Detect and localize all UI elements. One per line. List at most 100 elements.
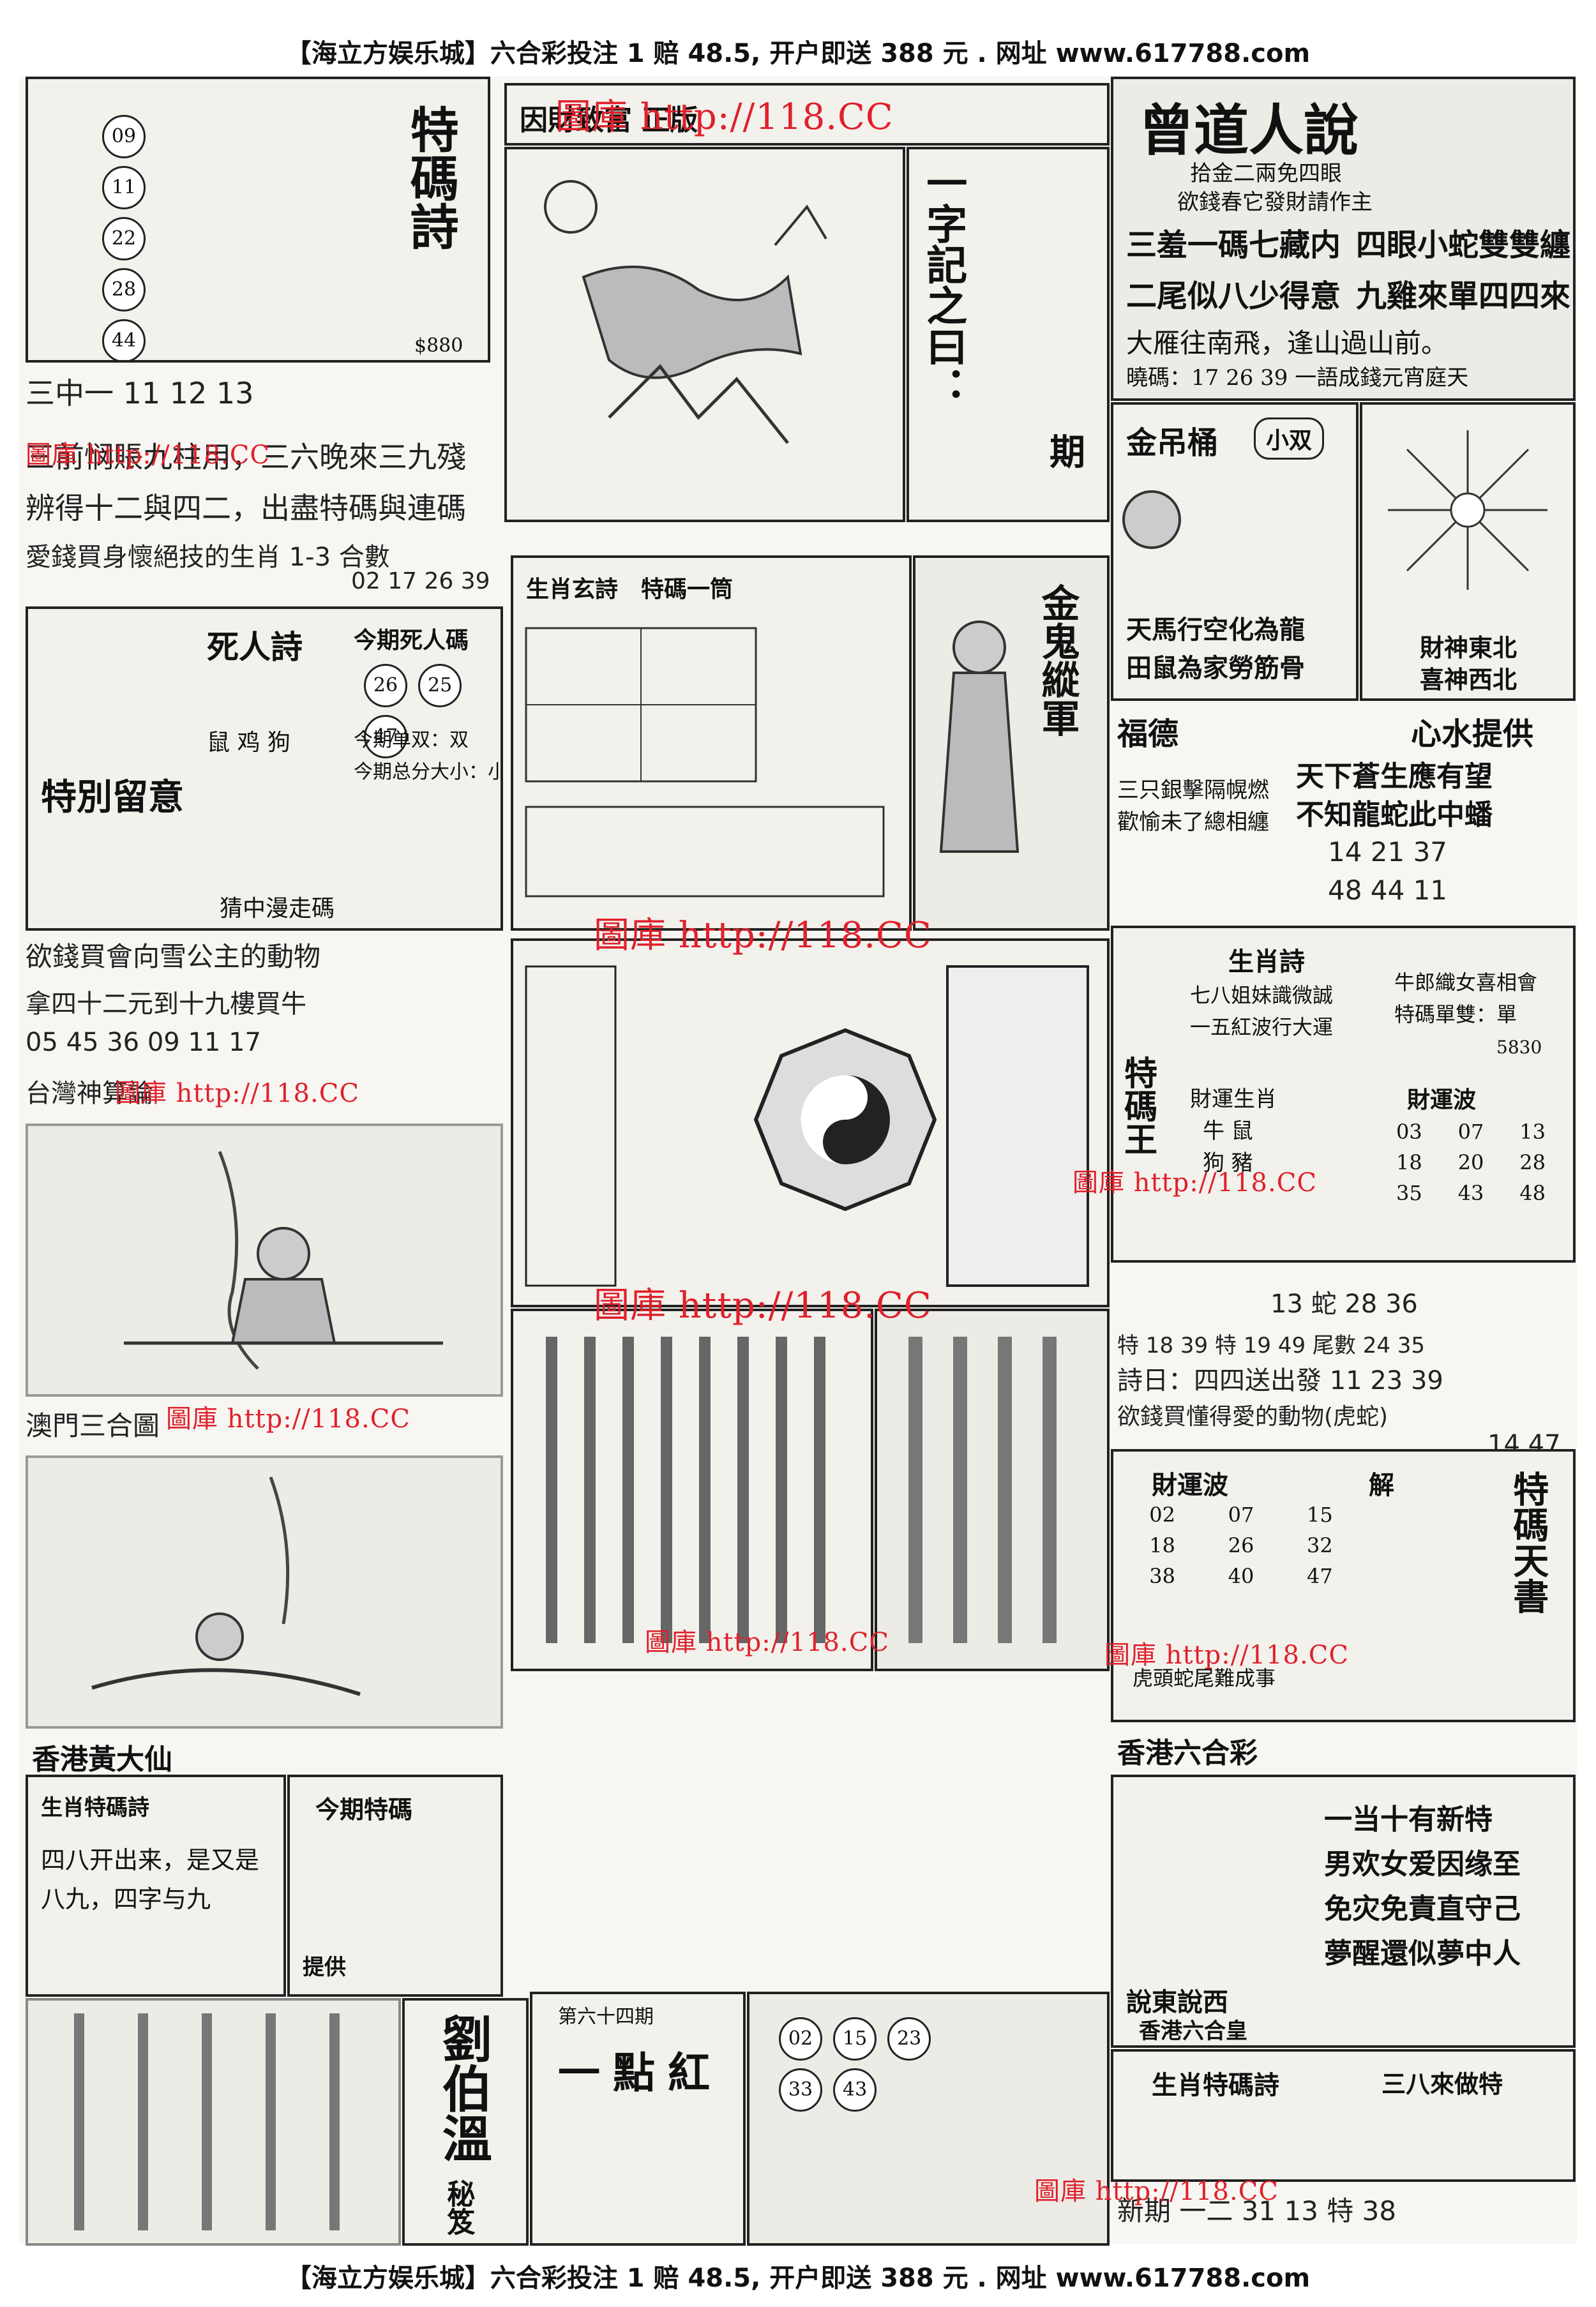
fude-poem2: 不知龍蛇此中蟠: [1296, 799, 1493, 831]
bottom-right-poem2: 男欢女爱因缘至: [1324, 1848, 1521, 1881]
hk-dhx-title: 香港黃大仙: [32, 1743, 172, 1776]
yidianhong-num: 43: [833, 2068, 877, 2112]
siren-code-1: 26: [364, 664, 407, 707]
vertical-poem: 一字記之曰：: [919, 162, 968, 407]
hk-dhx-poem: 四八开出来，是又是八九，四字与九: [41, 1846, 260, 1913]
fude-provider: 心水提供: [1411, 716, 1534, 752]
poem-line1: 三羞一碼七藏内: [1126, 227, 1341, 263]
poem-line2: 二尾似八少得意: [1126, 278, 1341, 314]
bo-num: 43: [1457, 1181, 1484, 1205]
shengxiao-line2: 一五紅波行大運: [1190, 1015, 1334, 1039]
bottom-right-poem3: 免灾免責直守己: [1324, 1893, 1521, 1925]
temawang-bo-title: 財運波: [1407, 1086, 1477, 1113]
zodiac-box: 生肖玄詩 特碼一筒: [511, 555, 912, 931]
left-illustration-1: [26, 1123, 503, 1397]
zodiac-sub: 特碼一筒: [641, 576, 734, 603]
watermark: 圖庫 http://118.CC: [594, 915, 932, 956]
caiyun2-num: 38: [1149, 1564, 1176, 1588]
siren-box: 死人詩 今期死人碼 26 25 47 今期单双：双 今期总分大小：小 鼠 鸡 狗…: [26, 606, 503, 931]
temawang-title: 特碼王: [1118, 1056, 1157, 1155]
fude-poem1: 天下蒼生應有望: [1296, 760, 1493, 793]
yidianhong-period: 第六十四期: [558, 2006, 654, 2028]
bo-num: 20: [1457, 1150, 1484, 1175]
bottom-right-sub: 香港六合皇: [1139, 2018, 1247, 2044]
bottom-right-box: 一当十有新特 男欢女爱因缘至 免灾免責直守己 夢醒還似夢中人 說東說西 香港六合…: [1111, 1775, 1576, 2048]
watermark: 圖庫 http://118.CC: [26, 440, 270, 470]
vertical-qi: 期: [1050, 432, 1085, 474]
fude-title: 福德: [1117, 716, 1179, 752]
poem-line4: 曉碼：17 26 39 一語成錢元宵庭天: [1126, 365, 1469, 391]
hand-line4: 愛錢買身懷絕技的生肖 1-3 合數: [26, 543, 390, 572]
siren-title: 死人詩: [207, 628, 303, 666]
jinlong-line1: 天馬行空化為龍: [1126, 615, 1305, 645]
fisherman-illustration: [91, 1477, 361, 1696]
hand-line5: 02 17 26 39: [351, 568, 490, 594]
left-illustration-2: [26, 1455, 503, 1729]
yidianhong-num: 02: [779, 2017, 822, 2061]
vertical-text-lines-2: [908, 1337, 1057, 1643]
poem-line1b: 四眼小蛇雙雙纏: [1356, 227, 1571, 263]
top-banner: 【海立方娱乐城】六合彩投注 1 赔 48.5, 开户即送 388 元 . 网址 …: [0, 26, 1596, 77]
zengdao-tagline: 欲錢春它發財請作主: [1177, 190, 1373, 215]
caiyun2-num: 32: [1306, 1533, 1333, 1558]
caiyun2-num: 40: [1228, 1564, 1254, 1588]
liubowen-title: 劉伯溫: [433, 2013, 492, 2163]
jinlong-box: 金吊桶 小双 天馬行空化為龍 田鼠為家勞筋骨: [1111, 402, 1359, 701]
siren-size: 今期总分大小：小: [354, 761, 503, 783]
bottom-right-title: 香港六合彩: [1117, 1737, 1258, 1770]
bottom-right-label: 說東說西: [1126, 1987, 1228, 2017]
jinlong-badge: 小双: [1254, 417, 1325, 460]
hand-line3: 辨得十二與四二，出盡特碼與連碼: [26, 491, 466, 525]
zengdao-box: 曾道人說 拾金二兩免四眼 欲錢春它發財請作主 三羞一碼七藏内 四眼小蛇雙雙纏 二…: [1111, 77, 1576, 401]
jinlong-title: 金吊桶: [1126, 425, 1219, 461]
liubowen-box: 劉伯溫 秘笈: [402, 1998, 529, 2246]
bo-num: 28: [1519, 1150, 1546, 1175]
jinlong-line2: 田鼠為家勞筋骨: [1126, 653, 1305, 683]
bo-num: 13: [1519, 1120, 1546, 1144]
caiyun2-num: 26: [1228, 1533, 1254, 1558]
siren-code-3: 47: [364, 715, 407, 758]
jinqi-title: 今期特碼: [315, 1795, 413, 1824]
hk-dhx-sub: 生肖特碼詩: [41, 1795, 149, 1821]
left-mid-line2: 拿四十二元到十九樓買牛: [26, 989, 306, 1019]
watermark: 圖庫 http://118.CC: [1073, 1168, 1317, 1198]
siren-special: 特別留意: [41, 776, 184, 818]
texiao-title: 特碼詩: [402, 105, 459, 250]
yidianhong-num: 15: [833, 2017, 877, 2061]
compass-label1: 財神東北: [1420, 633, 1517, 662]
bottom-left-columns: [26, 1998, 401, 2246]
edition-title: 因財致富 正版: [520, 104, 698, 137]
shengxiao-title: 生肖詩: [1228, 947, 1305, 977]
bo-num: 48: [1519, 1181, 1546, 1205]
right-hand-line2: 特 18 39 特 19 49 尾數 24 35: [1117, 1333, 1426, 1358]
caiyun2-tianshu: 特碼天書: [1507, 1471, 1549, 1614]
shengxiao-line1: 七八姐妹識微誠: [1190, 983, 1334, 1007]
bo-num: 07: [1457, 1120, 1484, 1144]
bottom-right-poem4: 夢醒還似夢中人: [1324, 1937, 1521, 1970]
temawang-zodiac1: 牛 鼠: [1203, 1118, 1253, 1144]
shengxiao-poem-box: 生肖特碼詩 三八來做特: [1111, 2049, 1576, 2182]
temawang-bo-grid: 03 07 13 18 20 28 35 43 48: [1388, 1120, 1554, 1205]
center-right-block: [875, 1309, 1110, 1671]
yidianhong-box: 第六十四期 一點紅: [530, 1992, 746, 2246]
center-text-block: [511, 1309, 873, 1671]
fude-alert: 三只銀擊隔幌燃: [1117, 778, 1269, 803]
hand-line1: 三中一 11 12 13: [26, 376, 254, 410]
texiao-price: $880: [414, 334, 463, 357]
golden-general-box: 金鬼縱軍: [913, 555, 1110, 931]
general-figure: [939, 620, 1020, 853]
golden-title: 金鬼縱軍: [1035, 583, 1080, 737]
fude-nums1: 14 21 37: [1328, 836, 1448, 868]
hk-dhx-box: 生肖特碼詩 四八开出来，是又是八九，四字与九: [26, 1775, 286, 1997]
bagua-diagram: [525, 965, 1089, 1287]
siren-hint: 猜中漫走碼: [220, 896, 335, 922]
caiyun2-num: 02: [1149, 1503, 1176, 1527]
watermark: 圖庫 http://118.CC: [1034, 2177, 1279, 2206]
left-mid-line4: 台灣神算論: [26, 1079, 153, 1108]
fude-nums2: 48 44 11: [1328, 875, 1448, 906]
caiyun2-num: 47: [1306, 1564, 1333, 1588]
bottom-right-final: 新期 一二 31 13 特 38: [1117, 2195, 1397, 2227]
bo-num: 18: [1396, 1150, 1422, 1175]
hand-line2: 三前悯賬九柱用，三六晚來三九殘: [26, 440, 466, 474]
zodiac-title: 生肖玄詩: [526, 576, 619, 603]
